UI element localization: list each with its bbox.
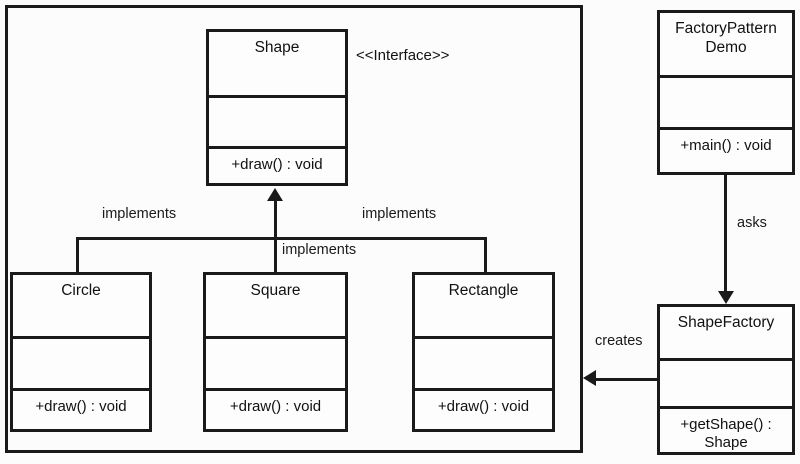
edge-label-demo-asks: asks: [735, 215, 769, 231]
class-name-factory-pattern-demo: FactoryPattern Demo: [675, 20, 777, 56]
class-name-circle: Circle: [61, 282, 101, 299]
class-attributes-circle: [13, 336, 149, 388]
creates-connector-line: [596, 378, 657, 381]
stereotype-interface-label: <<Interface>>: [356, 47, 450, 64]
class-box-shape[interactable]: Shape +draw() : void: [206, 29, 348, 186]
class-box-factory-pattern-demo[interactable]: FactoryPattern Demo +main() : void: [657, 10, 795, 175]
class-attributes-square: [206, 336, 345, 388]
class-box-rectangle[interactable]: Rectangle +draw() : void: [412, 272, 555, 432]
edge-label-rectangle-implements: implements: [360, 206, 439, 222]
creates-arrowhead: [583, 370, 596, 386]
class-methods-shape: +draw() : void: [209, 146, 345, 183]
class-name-shape-factory: ShapeFactory: [677, 314, 775, 331]
class-attributes-factory-pattern-demo: [660, 75, 792, 127]
asks-arrowhead: [718, 291, 734, 304]
edge-label-factory-creates: creates: [593, 333, 645, 349]
inheritance-trunk-line: [274, 200, 277, 238]
class-methods-circle: +draw() : void: [13, 388, 149, 429]
class-name-shape: Shape: [254, 39, 300, 56]
inheritance-drop-circle: [76, 237, 79, 272]
inheritance-drop-rectangle: [484, 237, 487, 272]
class-name-rectangle: Rectangle: [448, 282, 519, 299]
class-attributes-rectangle: [415, 336, 552, 388]
edge-label-square-implements: implements: [280, 242, 359, 258]
class-box-square[interactable]: Square +draw() : void: [203, 272, 348, 432]
class-box-shape-factory[interactable]: ShapeFactory +getShape() : Shape: [657, 304, 795, 455]
class-attributes-shape-factory: [660, 358, 792, 406]
class-box-circle[interactable]: Circle +draw() : void: [10, 272, 152, 432]
class-name-square: Square: [250, 282, 301, 299]
class-methods-rectangle: +draw() : void: [415, 388, 552, 429]
class-methods-square: +draw() : void: [206, 388, 345, 429]
inheritance-arrowhead-shape: [267, 188, 283, 201]
class-methods-shape-factory: +getShape() : Shape: [660, 406, 792, 452]
asks-connector-line: [724, 175, 727, 291]
inheritance-horizontal-bar: [76, 237, 486, 240]
class-methods-factory-pattern-demo: +main() : void: [660, 127, 792, 172]
class-attributes-shape: [209, 95, 345, 146]
shape-hierarchy-group-box: [5, 5, 583, 453]
inheritance-drop-square: [274, 237, 277, 272]
edge-label-circle-implements: implements: [100, 206, 179, 222]
